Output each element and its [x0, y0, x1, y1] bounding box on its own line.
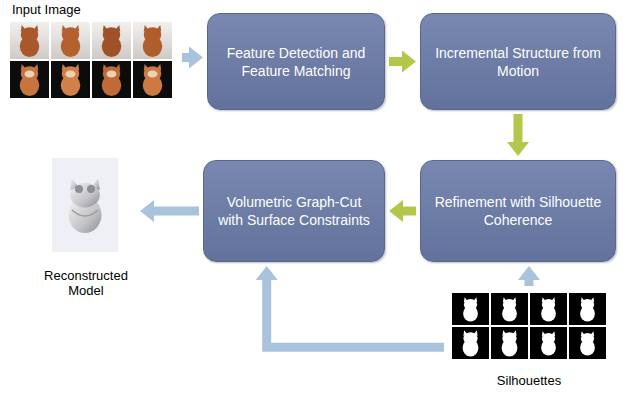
owl-photo	[102, 64, 121, 96]
silhouette-thumbnails	[452, 293, 606, 359]
arrow-head	[507, 142, 529, 156]
owl-face	[107, 71, 117, 78]
figure-group: Reconstructed Model	[36, 156, 136, 302]
arrow-shaft	[267, 279, 444, 347]
flow-arrow	[389, 200, 416, 222]
owl-wing	[72, 210, 98, 216]
reconstructed-model-figure	[52, 158, 118, 252]
owl-photo	[61, 64, 80, 96]
box-label: Refinement with Silhouette Coherence	[433, 193, 603, 229]
owl-face	[148, 71, 158, 78]
owl-photo	[61, 25, 80, 57]
owl-photo	[102, 25, 121, 57]
thumbnail	[491, 293, 528, 325]
thumbnail	[530, 293, 567, 325]
figure-caption: Silhouettes	[497, 373, 561, 388]
arrow-shaft	[402, 207, 416, 216]
arrow-head	[402, 51, 416, 73]
process-box: Feature Detection and Feature Matching	[207, 13, 385, 110]
thumbnail	[133, 22, 172, 59]
thumbnail	[92, 61, 131, 98]
thumbnail	[530, 327, 567, 359]
owl-face	[25, 71, 35, 78]
thumbnail	[569, 293, 606, 325]
box-label: Volumetric Graph-Cut with Surface Constr…	[216, 193, 372, 229]
flow-arrow	[518, 266, 540, 286]
input-thumbnails	[10, 22, 172, 98]
owl-photo	[20, 64, 39, 96]
arrow-shaft	[182, 53, 190, 62]
owl-photo	[143, 25, 162, 57]
owl-model	[69, 179, 102, 233]
arrow-shaft	[525, 279, 534, 286]
figure-caption: Reconstructed Model	[38, 268, 134, 298]
arrow-head	[256, 266, 278, 280]
figure-group: Input Image	[8, 0, 178, 102]
arrow-head	[140, 200, 154, 222]
thumbnail	[51, 61, 90, 98]
silhouette	[463, 297, 478, 321]
silhouette	[541, 331, 556, 355]
owl-eye	[75, 185, 83, 193]
arrow-shaft	[389, 57, 403, 66]
owl-photo	[20, 25, 39, 57]
thumbnail	[133, 61, 172, 98]
thumbnail	[92, 22, 131, 59]
arrow-head	[389, 200, 403, 222]
flow-arrow	[507, 114, 529, 156]
thumbnail	[51, 22, 90, 59]
box-label: Incremental Structure from Motion	[433, 44, 603, 80]
figure-caption: Input Image	[12, 2, 81, 17]
silhouette	[580, 297, 595, 321]
silhouette	[463, 330, 479, 356]
model-ground	[52, 158, 118, 252]
silhouette	[502, 297, 517, 321]
silhouette	[541, 297, 556, 321]
arrow-head	[189, 47, 203, 69]
flow-arrow	[389, 51, 416, 73]
box-label: Feature Detection and Feature Matching	[220, 44, 372, 80]
owl-eye	[87, 185, 95, 193]
thumbnail	[452, 327, 489, 359]
flow-arrow	[182, 47, 203, 69]
owl-photo	[143, 64, 162, 96]
thumbnail	[491, 327, 528, 359]
process-box: Refinement with Silhouette Coherence	[420, 160, 616, 262]
flow-arrow	[256, 266, 444, 347]
figure-group: Silhouettes	[448, 290, 610, 394]
process-box: Incremental Structure from Motion	[420, 13, 616, 110]
flow-arrow	[140, 200, 199, 222]
silhouette	[580, 331, 595, 355]
thumbnail	[10, 22, 49, 59]
thumbnail	[10, 61, 49, 98]
process-box: Volumetric Graph-Cut with Surface Constr…	[203, 160, 385, 262]
thumbnail	[569, 327, 606, 359]
thumbnail	[452, 293, 489, 325]
owl-face	[66, 71, 76, 78]
arrow-shaft	[153, 207, 199, 216]
silhouette	[502, 330, 518, 356]
arrow-head	[518, 266, 540, 280]
arrow-shaft	[514, 114, 523, 143]
